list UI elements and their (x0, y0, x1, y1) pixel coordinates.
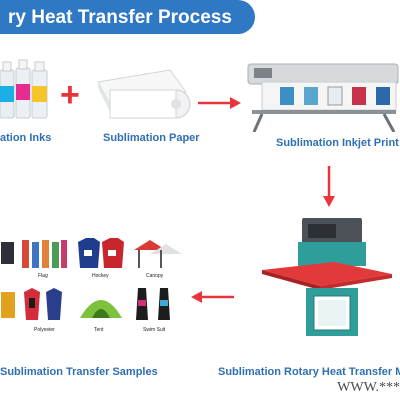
samples-label: Sublimation Transfer Samples (0, 366, 158, 378)
inks-label: ation Inks (0, 132, 52, 144)
ink-bottle-magenta (15, 59, 31, 119)
sample-flags (22, 240, 67, 268)
ink-bottle-cyan (0, 61, 15, 119)
paper-roll-icon (97, 69, 191, 119)
sample-pillow (1, 242, 14, 264)
paper-label: Sublimation Paper (103, 132, 200, 144)
sample-towel (1, 292, 15, 318)
sample-label-swimsuit: Swim Suit (143, 327, 166, 333)
arrow-down-icon (323, 166, 335, 207)
printer-label: Sublimation Inkjet Print (276, 137, 399, 149)
watermark-text: WWW.*** (337, 380, 400, 395)
sample-tent (80, 300, 122, 318)
sample-label-flag: Flag (38, 273, 48, 279)
sample-label-polyester: Polyester (34, 327, 55, 333)
sample-label-tent: Tent (94, 327, 104, 333)
ink-bottle-yellow (31, 61, 48, 119)
plus-icon: + (60, 76, 80, 114)
ink-bottles-icon (0, 59, 48, 119)
title-banner (0, 0, 255, 34)
sample-products-icon: Flag Hockey Canopy Polyester Tent Swim S… (0, 230, 185, 340)
sample-label-canopy: Canopy (146, 273, 164, 279)
sample-label-hockey: Hockey (92, 273, 109, 279)
heat-press-machine-icon (262, 218, 392, 336)
page-title: ry Heat Transfer Process (8, 7, 232, 28)
arrow-left-icon (191, 291, 234, 303)
press-label: Sublimation Rotary Heat Transfer M (218, 366, 400, 378)
printed-shirts (280, 86, 390, 106)
sample-polyester-shirts (24, 288, 62, 320)
sample-hockey-jerseys (78, 238, 124, 268)
sample-swimsuits (136, 288, 170, 320)
arrow-right-icon (198, 97, 241, 109)
sample-canopy (134, 240, 182, 268)
inkjet-printer-icon (247, 63, 399, 132)
